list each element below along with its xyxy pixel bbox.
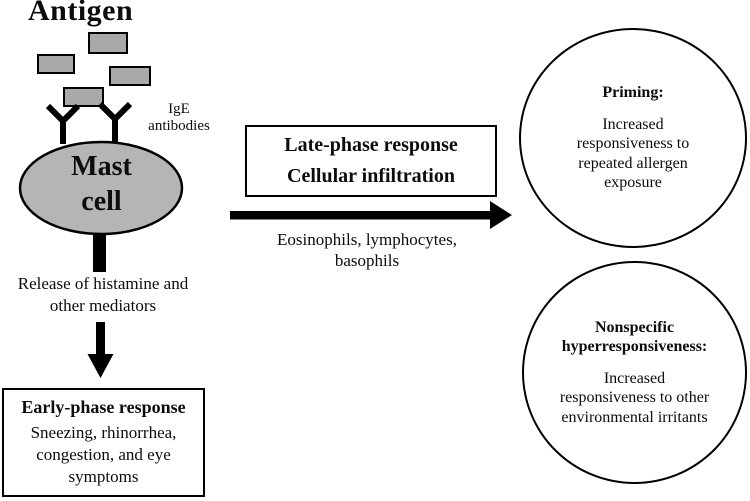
- ige-antibody-icon: [97, 101, 133, 144]
- antigen-particle: [37, 54, 75, 74]
- priming-circle: Priming: Increased responsiveness to rep…: [519, 28, 747, 248]
- late-phase-arrow-icon: [230, 201, 512, 229]
- hyperresponsiveness-heading: Nonspecific hyperresponsiveness:: [561, 318, 708, 356]
- late-phase-heading: Late-phase response: [284, 134, 458, 157]
- early-phase-box: Early-phase response Sneezing, rhinorrhe…: [2, 388, 205, 497]
- antigen-title: Antigen: [28, 0, 134, 27]
- ige-antibody-icon: [45, 103, 81, 144]
- mast-cell-stem: [93, 234, 106, 272]
- antigen-particle: [109, 66, 151, 86]
- down-arrow-icon: [87, 322, 114, 378]
- mast-cell-label: Mast cell: [71, 151, 132, 217]
- priming-body: Increased responsiveness to repeated all…: [576, 115, 690, 192]
- priming-heading: Priming:: [602, 84, 664, 102]
- antigen-particle: [88, 32, 128, 54]
- hyperresponsiveness-body: Increased responsiveness to other enviro…: [559, 369, 710, 426]
- ige-antibodies-label: IgE antibodies: [148, 101, 210, 135]
- early-phase-symptoms: Sneezing, rhinorrhea, congestion, and ey…: [30, 423, 177, 486]
- infiltrating-cells-caption: Eosinophils, lymphocytes, basophils: [277, 230, 457, 271]
- antigen-particle: [63, 87, 104, 107]
- late-phase-box: Late-phase response Cellular infiltratio…: [245, 125, 497, 197]
- release-mediators-label: Release of histamine and other mediators: [17, 274, 189, 315]
- hyperresponsiveness-circle: Nonspecific hyperresponsiveness: Increas…: [522, 261, 747, 484]
- cellular-infiltration-label: Cellular infiltration: [287, 164, 455, 187]
- early-phase-heading: Early-phase response: [21, 397, 186, 417]
